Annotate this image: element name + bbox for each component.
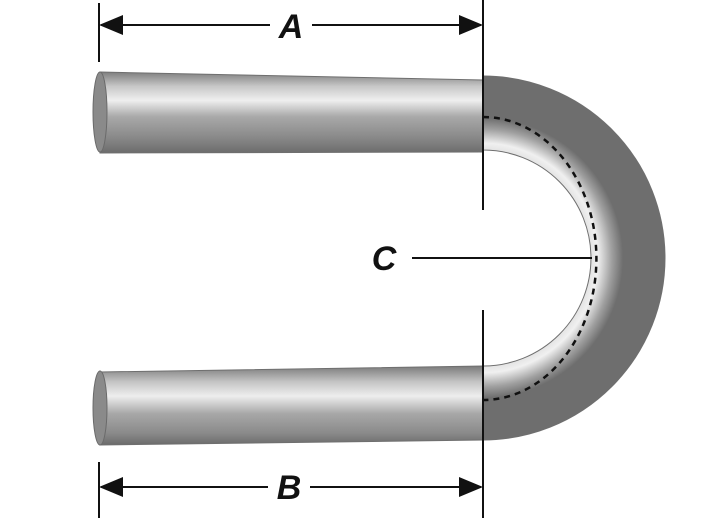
dimension-a: A [98, 0, 484, 210]
tube-bend [482, 75, 666, 441]
dimension-b-label: B [277, 469, 302, 507]
u-bend-tube [92, 71, 666, 446]
tube-top-opening [92, 71, 108, 153]
dimension-b: B [98, 310, 484, 518]
dimension-a-label: A [278, 8, 304, 46]
dimension-c-label: C [372, 240, 397, 278]
tube-bottom-leg [99, 365, 484, 446]
dimension-c: C [372, 240, 592, 278]
centerline-radius-arc [482, 115, 598, 402]
tube-bottom-opening [92, 370, 108, 446]
tube-top-leg [99, 71, 484, 154]
